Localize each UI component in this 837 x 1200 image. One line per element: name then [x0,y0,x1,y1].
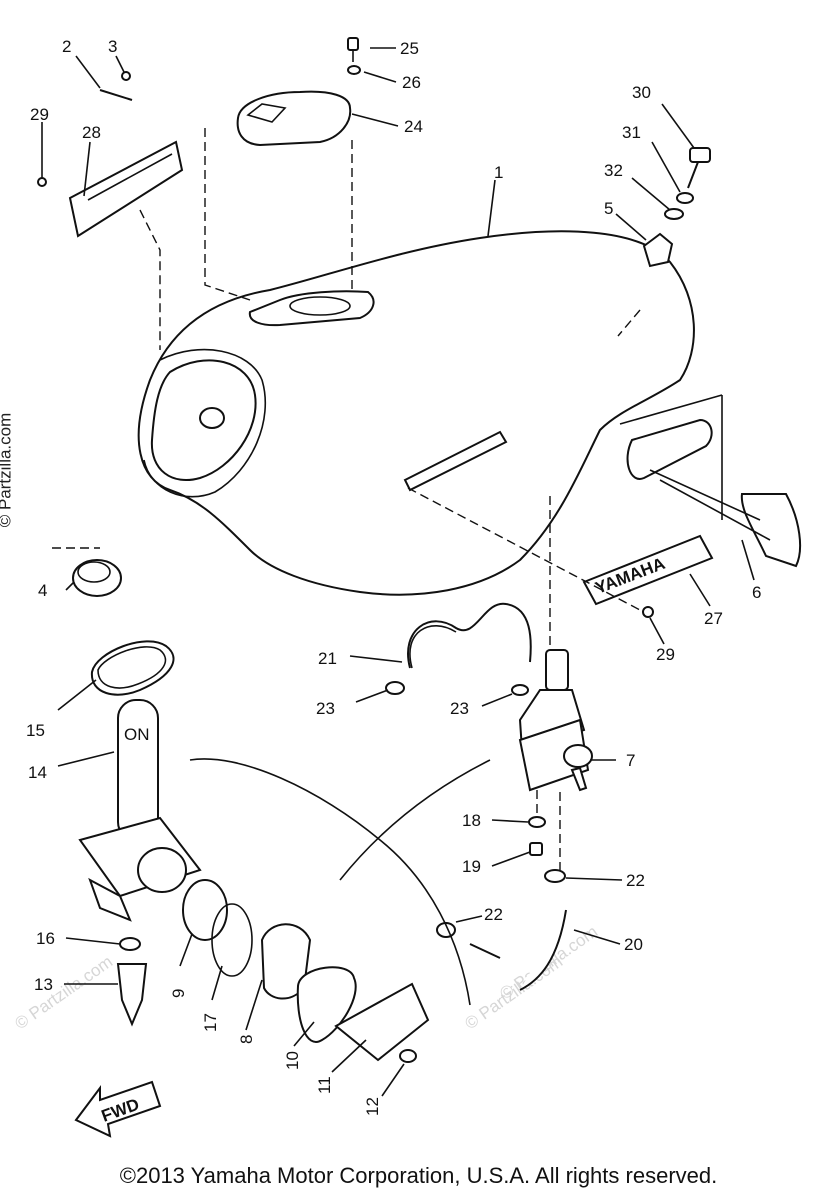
part-labels: 25 26 24 1 2 3 29 28 30 31 32 5 4 6 27 2… [26,37,761,1116]
part-label: 30 [632,83,651,102]
fuel-cock-assembly [518,649,593,856]
clip-icon [511,684,529,696]
forward-direction-arrow: FWD [74,1080,162,1138]
part-label: 32 [604,161,623,180]
part-label: 29 [30,105,49,124]
part-label: 3 [108,37,117,56]
filler-cap [72,559,122,597]
part-label: 17 [201,1013,220,1032]
fuel-cock-text: ON [124,725,150,744]
washer-icon [121,71,131,81]
part-label: 11 [315,1076,334,1094]
part-label: 26 [402,73,421,92]
part-label: 10 [283,1051,302,1070]
part-label: 22 [484,905,503,924]
part-label: 25 [400,39,419,58]
copyright-notice: ©2013 Yamaha Motor Corporation, U.S.A. A… [119,1163,718,1188]
part-label: 31 [622,123,641,142]
part-label: 4 [38,581,47,600]
faint-watermark: © Partzilla.com [11,952,116,1033]
assembly-lines [52,128,641,1006]
mounting-bracket [37,71,184,238]
part-label: 24 [404,117,423,136]
part-label: 15 [26,721,45,740]
filler-neck-icon [199,407,225,429]
part-label: 9 [169,989,188,998]
part-label: 21 [318,649,337,668]
tank-rear-mount [642,147,711,268]
washer-icon [528,816,546,828]
part-label: 19 [462,857,481,876]
tank-mount-rubber [619,394,802,568]
fuel-pipe-20 [519,909,567,991]
part-label: 23 [450,699,469,718]
screw-icon [347,37,359,51]
part-label: 5 [604,199,613,218]
yamaha-emblem: YAMAHA [582,534,714,618]
bolt-icon [99,89,133,101]
clip-icon [544,869,566,883]
screw-icon [399,1049,417,1063]
part-label: 6 [752,583,761,602]
part-label: 23 [316,699,335,718]
part-label: 13 [34,975,53,994]
part-label: 7 [626,751,635,770]
fuel-tank [137,230,695,596]
screw-icon [642,606,654,618]
part-label: 12 [363,1097,382,1116]
part-label: 1 [494,163,503,182]
clip-icon [385,681,405,695]
part-label: 16 [36,929,55,948]
fuel-pipe-short [469,943,501,959]
washer-icon [347,65,361,75]
leader-lines [41,47,755,1097]
part-label: 2 [62,37,71,56]
part-label: 22 [626,871,645,890]
part-label: 28 [82,123,101,142]
part-label: 8 [237,1035,256,1044]
bolt-icon [529,842,543,856]
tank-cap-cover [236,37,361,147]
part-label: 20 [624,935,643,954]
fuel-pipe-21 [407,602,532,669]
part-label: 18 [462,811,481,830]
part-label: 27 [704,609,723,628]
fuel-cock-left: ON [78,640,430,1063]
part-label: 14 [28,763,47,782]
part-label: 29 [656,645,675,664]
screw-icon [37,177,47,187]
